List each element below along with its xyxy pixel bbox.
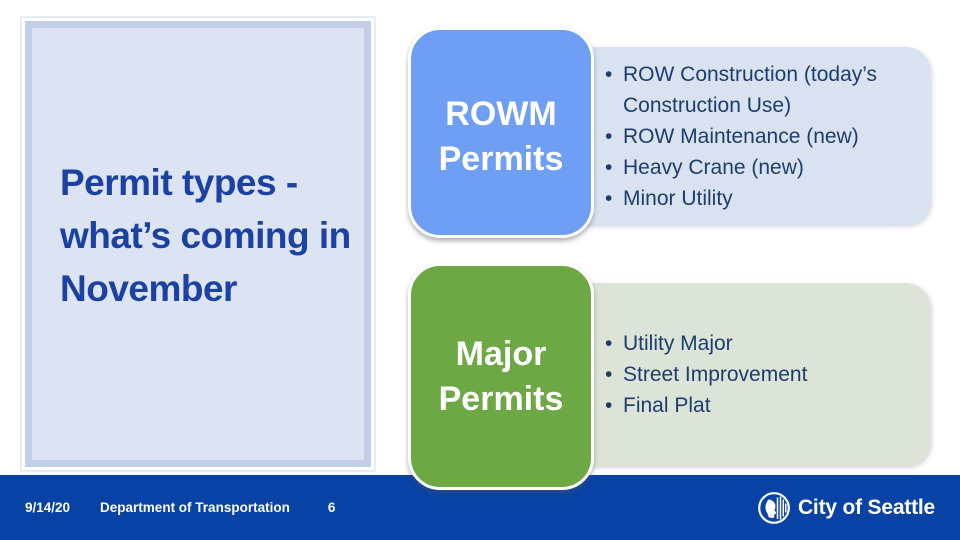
list-item: Heavy Crane (new) — [605, 152, 916, 183]
slide-title: Permit types - what’s coming in November — [60, 162, 351, 309]
footer-department: Department of Transportation — [100, 500, 290, 515]
rowm-permits-label: ROWM Permits — [438, 94, 564, 178]
list-item: Utility Major — [605, 328, 916, 359]
list-item: Final Plat — [605, 390, 916, 421]
title-panel-inner: Permit types - what’s coming in November — [25, 21, 371, 467]
city-of-seattle-logo-icon — [757, 491, 791, 525]
rowm-permits-list-card: ROW Construction (today’s Construction U… — [565, 47, 930, 225]
footer-page-number: 6 — [327, 500, 336, 515]
footer-brand: City of Seattle — [757, 491, 935, 525]
major-permits-list-card: Utility MajorStreet ImprovementFinal Pla… — [565, 283, 930, 466]
footer-logo-text: City of Seattle — [797, 495, 935, 519]
list-item: Street Improvement — [605, 359, 916, 390]
rowm-permits-label-box: ROWM Permits — [408, 27, 594, 238]
list-item: Minor Utility — [605, 183, 916, 214]
major-permits-label-box: Major Permits — [408, 263, 594, 490]
title-panel: Permit types - what’s coming in November — [20, 16, 376, 472]
list-item: ROW Maintenance (new) — [605, 121, 916, 152]
major-permits-label: Major Permits — [438, 334, 564, 418]
list-item: ROW Construction (today’s Construction U… — [605, 59, 916, 121]
footer-date: 9/14/20 — [25, 500, 71, 515]
rowm-permits-bullet-list: ROW Construction (today’s Construction U… — [565, 59, 930, 214]
major-permits-bullet-list: Utility MajorStreet ImprovementFinal Pla… — [565, 328, 930, 421]
